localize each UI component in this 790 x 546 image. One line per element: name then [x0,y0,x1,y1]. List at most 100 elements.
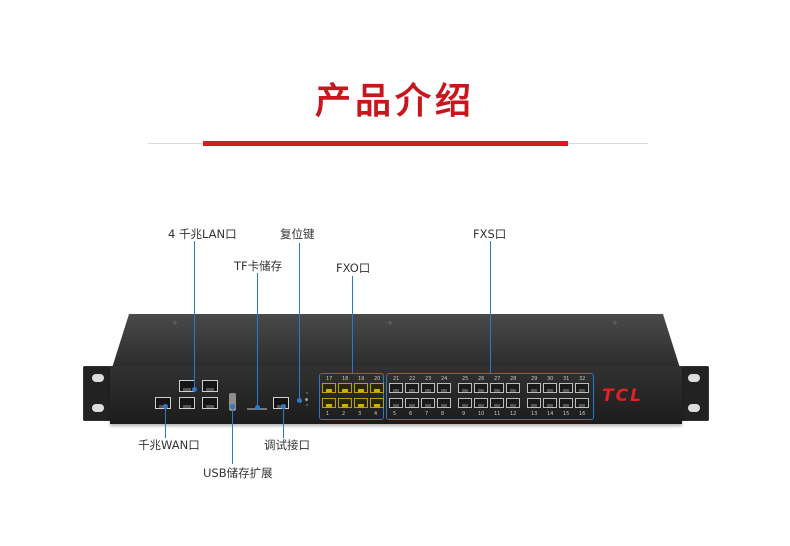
callout-dot [192,387,197,392]
port-number-label: 12 [510,411,517,417]
phone-port [437,398,451,408]
screw-icon: + [612,319,618,327]
port-number-label: 20 [374,376,381,382]
right-rack-ear [679,366,709,421]
phone-port [527,398,541,408]
port-number-label: 10 [478,411,485,417]
port-number-label: 31 [563,376,570,382]
port-number-label: 9 [462,411,466,417]
phone-port [354,398,368,408]
callout-label-console: 调试接口 [264,438,310,452]
port-number-label: 7 [425,411,429,417]
phone-port [543,398,557,408]
phone-port [437,383,451,393]
device-front-panel [110,366,682,424]
reset-button [305,398,308,401]
fxo-port-group [319,373,384,420]
phone-port [338,398,352,408]
phone-port [421,398,435,408]
port-number-label: 14 [547,411,554,417]
phone-port [474,398,488,408]
callout-label-usb: USB储存扩展 [203,466,273,480]
port-number-label: 15 [563,411,570,417]
port-number-label: 3 [358,411,362,417]
port-number-label: 29 [531,376,538,382]
usb-port [229,393,236,411]
callout-label-lan: 4 千兆LAN口 [168,227,237,241]
title-accent-bar [203,141,568,146]
callout-line-reset [299,243,300,400]
port-number-label: 27 [494,376,501,382]
port-number-label: 18 [342,376,349,382]
callout-label-fxo: FXO口 [336,261,371,275]
phone-port [389,398,403,408]
callout-label-fxs: FXS口 [473,227,507,241]
phone-port [490,398,504,408]
screw-icon: + [172,319,178,327]
phone-port [370,383,384,393]
port-number-label: 25 [462,376,469,382]
port-number-label: 17 [326,376,333,382]
callout-line-fxs [490,241,491,373]
lan-port [179,397,195,409]
port-number-label: 22 [409,376,416,382]
callout-line-usb [232,406,233,464]
tcl-logo: TCL [602,386,643,406]
callout-line-wan [165,406,166,438]
phone-port [559,398,573,408]
phone-port [322,383,336,393]
port-number-label: 21 [393,376,400,382]
port-number-label: 6 [409,411,413,417]
callout-line-fxo [352,276,353,373]
port-number-label: 19 [358,376,365,382]
status-led [306,404,308,406]
callout-dot [297,398,302,403]
callout-label-tf: TF卡储存 [234,259,283,273]
callout-line-tf [257,273,258,407]
phone-port [490,383,504,393]
phone-port [370,398,384,408]
phone-port [322,398,336,408]
port-number-label: 16 [579,411,586,417]
left-rack-ear [83,366,113,421]
phone-port [575,398,589,408]
lan-port [202,397,218,409]
port-number-label: 11 [494,411,501,417]
port-number-label: 8 [441,411,445,417]
phone-port [338,383,352,393]
callout-dot [230,404,235,409]
callout-label-wan: 千兆WAN口 [138,438,200,452]
port-number-label: 28 [510,376,517,382]
port-number-label: 2 [342,411,346,417]
phone-port [575,383,589,393]
screw-icon: + [387,319,393,327]
callout-label-reset: 复位键 [280,227,315,241]
port-number-label: 26 [478,376,485,382]
phone-port [354,383,368,393]
phone-port [506,398,520,408]
port-number-label: 23 [425,376,432,382]
port-number-label: 32 [579,376,586,382]
port-number-label: 1 [326,411,330,417]
port-number-label: 4 [374,411,378,417]
phone-port [405,398,419,408]
phone-port [389,383,403,393]
callout-dot [281,404,286,409]
port-number-label: 24 [441,376,448,382]
callout-line-lan [194,241,195,389]
callout-dot [255,405,260,410]
lan-port [202,380,218,392]
device-top-cover: + + + [112,314,680,368]
phone-port [458,383,472,393]
port-number-label: 13 [531,411,538,417]
callout-line-console [283,406,284,438]
phone-port [506,383,520,393]
status-led [306,392,308,394]
phone-port [405,383,419,393]
phone-port [421,383,435,393]
phone-port [527,383,541,393]
fxs-port-group [386,373,594,420]
phone-port [559,383,573,393]
phone-port [474,383,488,393]
callout-dot [163,404,168,409]
